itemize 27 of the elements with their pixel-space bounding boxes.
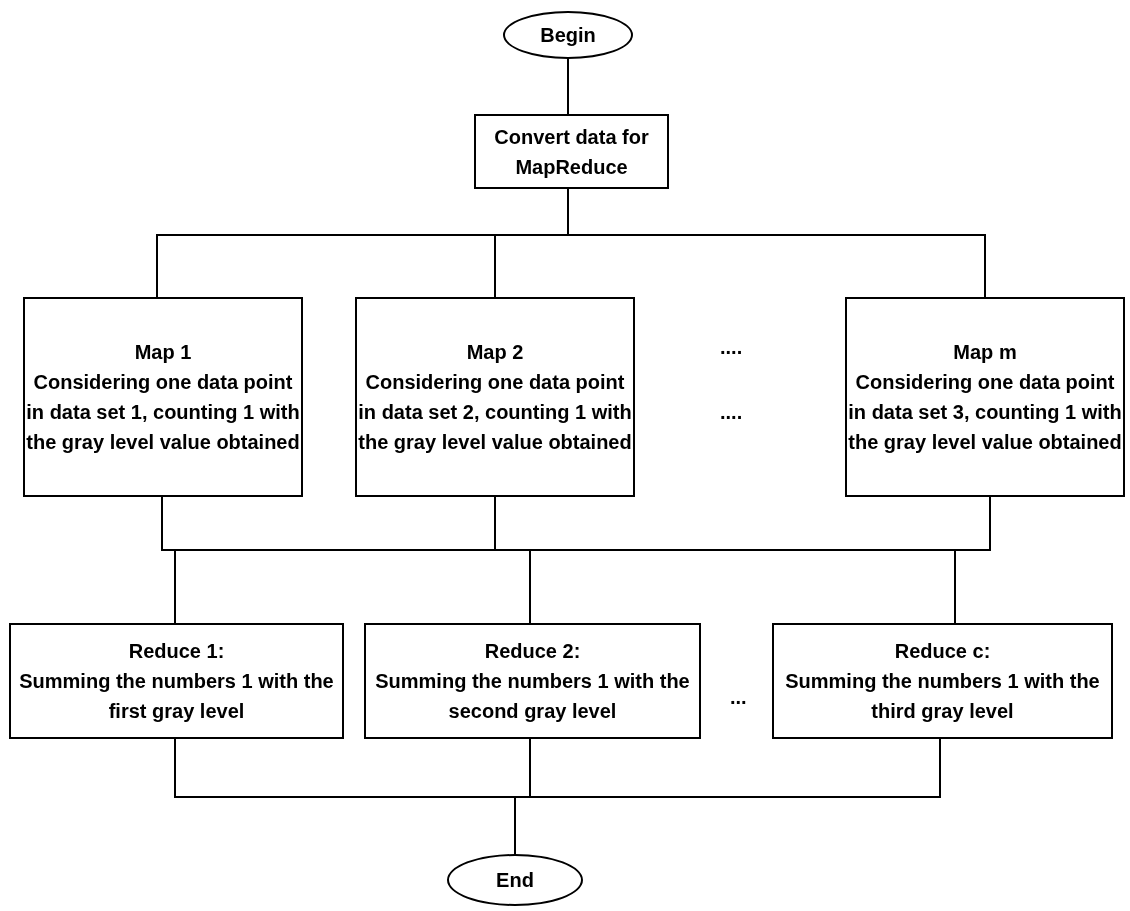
process-box [9, 623, 344, 739]
connector-line [954, 496, 991, 624]
process-box [23, 297, 303, 497]
process-box [355, 297, 635, 497]
box-text: Begin [540, 23, 596, 48]
box-heading: Reduce 2: [484, 639, 581, 664]
box-text: Summing the numbers 1 with the second gray level [374, 669, 691, 724]
process-box [474, 114, 669, 189]
box-heading: Map 2 [466, 340, 524, 365]
box-text: Considering one data point in data set 1, counting 1 with the gray level value obtained [25, 370, 301, 455]
process-box [364, 623, 701, 739]
box-text: Summing the numbers 1 with the third gray level [784, 669, 1101, 724]
box-heading: Map m [953, 340, 1017, 365]
process-box [845, 297, 1125, 497]
box-text: Considering one data point in data set 2, counting 1 with the gray level value obtained [357, 370, 633, 455]
ellipsis-label: .... [720, 336, 743, 359]
process-box [772, 623, 1113, 739]
box-heading: Reduce c: [894, 639, 991, 664]
box-heading: Map 1 [134, 340, 192, 365]
box-text: Considering one data point in data set 3, counting 1 with the gray level value obtained [847, 370, 1123, 455]
box-heading: Reduce 1: [128, 639, 225, 664]
box-text: Convert data for MapReduce [493, 124, 650, 180]
box-text: Summing the numbers 1 with the first gray level [18, 669, 335, 724]
ellipsis-label: .... [720, 401, 743, 424]
box-text: End [496, 868, 534, 893]
ellipsis-label: ... [730, 686, 747, 709]
connector-line [567, 58, 569, 115]
